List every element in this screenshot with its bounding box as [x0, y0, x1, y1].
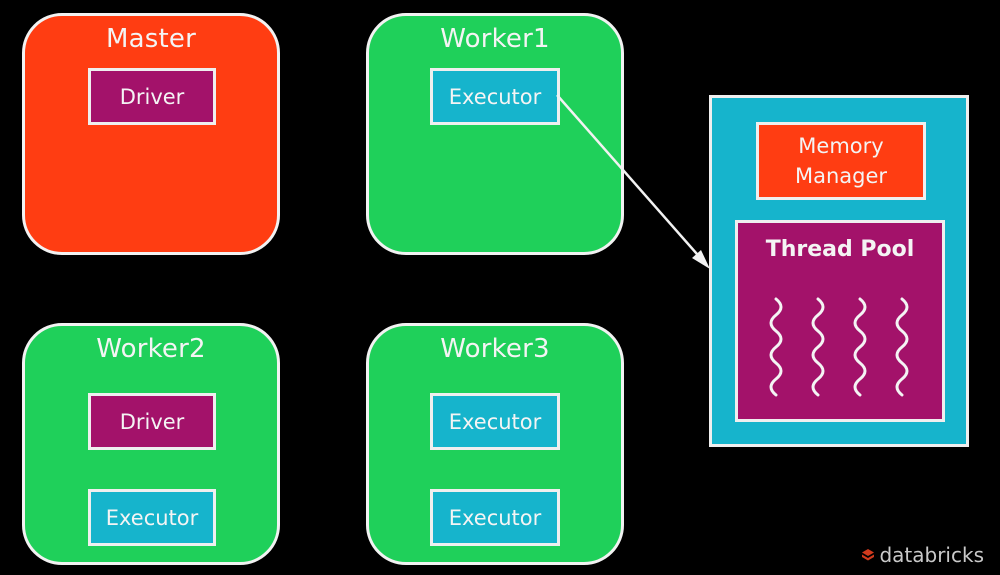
brand-name: databricks: [879, 543, 984, 567]
executor-detail-panel: Memory Manager Thread Pool: [709, 95, 969, 447]
worker2-title: Worker2: [96, 334, 206, 364]
thread-squiggle-icon: [853, 297, 867, 397]
worker2-node: Worker2 Driver Executor: [22, 323, 280, 565]
memory-manager-line2: Manager: [794, 164, 888, 188]
master-title: Master: [106, 24, 196, 54]
master-node: Master Driver: [22, 13, 280, 255]
master-driver-box: Driver: [88, 68, 216, 125]
worker3-title: Worker3: [440, 334, 550, 364]
memory-manager-line1: Memory: [798, 134, 884, 158]
thread-pool-box: Thread Pool: [735, 220, 945, 422]
worker3-executor-box-top: Executor: [430, 393, 560, 450]
threads-group: [769, 297, 909, 397]
thread-squiggle-icon: [769, 297, 783, 397]
worker2-driver-box: Driver: [88, 393, 216, 450]
thread-squiggle-icon: [895, 297, 909, 397]
brand-watermark: databricks: [861, 543, 984, 567]
worker1-node: Worker1 Executor: [366, 13, 624, 255]
worker3-node: Worker3 Executor Executor: [366, 323, 624, 565]
thread-pool-title: Thread Pool: [765, 237, 915, 262]
databricks-logo-icon: [862, 549, 875, 561]
worker1-executor-box: Executor: [430, 68, 560, 125]
worker1-title: Worker1: [440, 24, 550, 54]
worker3-executor-box-bottom: Executor: [430, 489, 560, 546]
memory-manager-box: Memory Manager: [756, 122, 926, 200]
thread-squiggle-icon: [811, 297, 825, 397]
worker2-executor-box: Executor: [88, 489, 216, 546]
